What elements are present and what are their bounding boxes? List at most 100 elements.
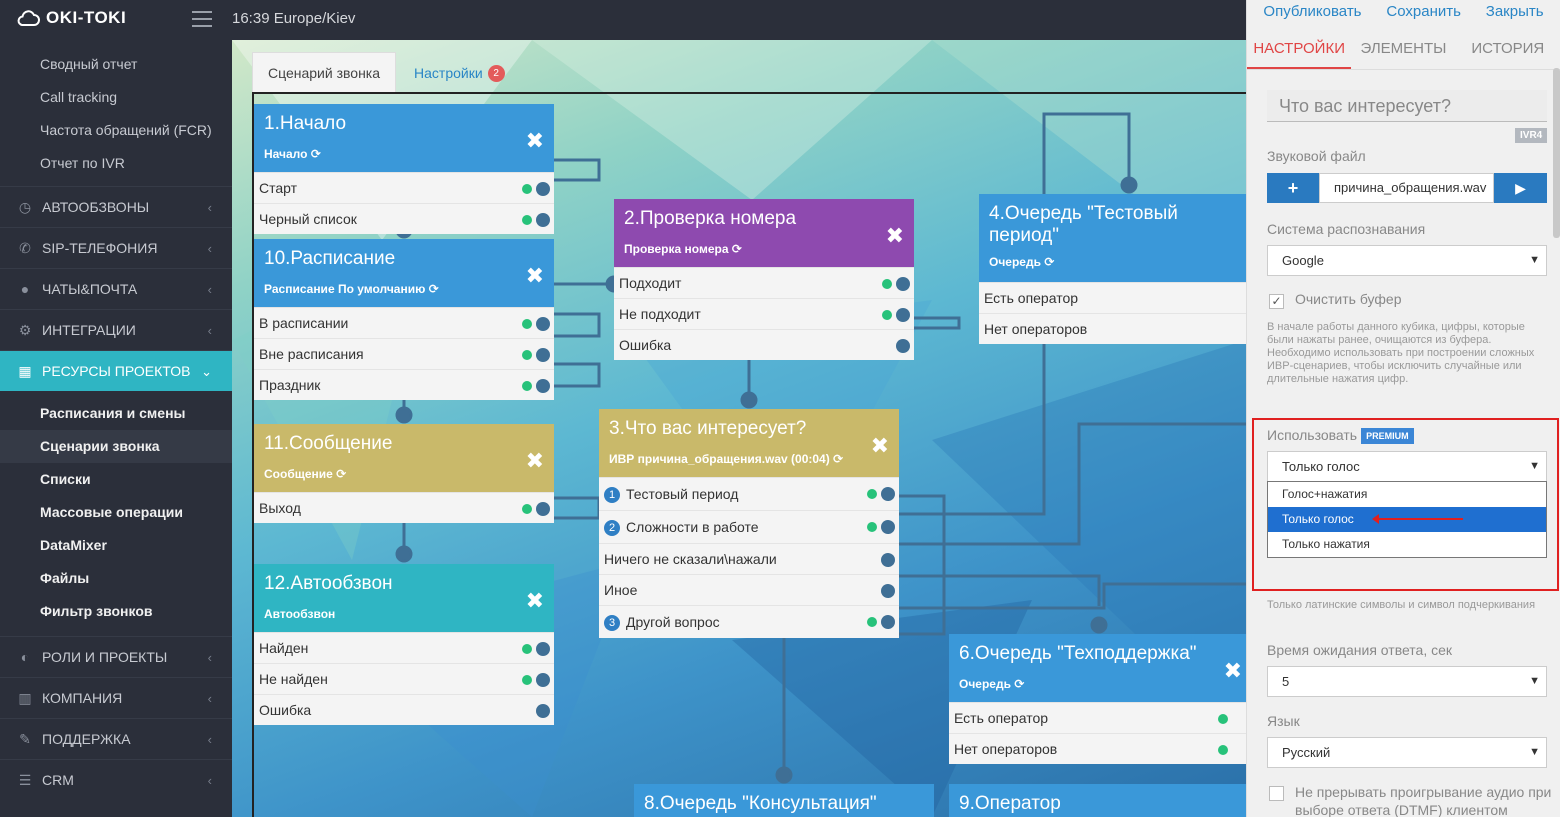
node-output[interactable]: Праздник — [254, 369, 554, 400]
recognition-select[interactable]: Google▼ — [1267, 245, 1547, 276]
close-icon[interactable]: ✖ — [525, 263, 544, 288]
connector-plug[interactable] — [536, 213, 550, 227]
panel-scrollbar[interactable] — [1553, 68, 1560, 238]
node-output[interactable]: Ошибка — [614, 329, 914, 360]
sidebar-item-files[interactable]: Файлы — [40, 570, 90, 586]
connector-plug[interactable] — [881, 553, 895, 567]
sidebar-item-ivr-report[interactable]: Отчет по IVR — [40, 155, 125, 171]
save-button[interactable]: Сохранить — [1386, 3, 1461, 20]
sidebar-menu-chats[interactable]: ●ЧАТЫ&ПОЧТА‹ — [0, 268, 232, 309]
refresh-icon[interactable]: ⟳ — [833, 452, 844, 466]
close-icon[interactable]: ✖ — [1223, 658, 1242, 683]
sidebar-menu-integrations[interactable]: ⚙ИНТЕГРАЦИИ‹ — [0, 309, 232, 350]
play-button[interactable]: ▶ — [1494, 173, 1547, 203]
tab-panel-settings[interactable]: НАСТРОЙКИ — [1247, 30, 1352, 69]
node-output[interactable]: Найден — [254, 632, 554, 663]
node-output[interactable]: Есть оператор — [949, 702, 1246, 733]
sidebar-item-schedules[interactable]: Расписания и смены — [40, 405, 186, 421]
connector-plug[interactable] — [881, 615, 895, 629]
refresh-icon[interactable]: ⟳ — [310, 147, 321, 161]
close-icon[interactable]: ✖ — [885, 223, 904, 248]
no-interrupt-checkbox[interactable] — [1269, 786, 1284, 801]
refresh-icon[interactable]: ⟳ — [1044, 255, 1055, 269]
node-output[interactable]: Нет операторов — [979, 313, 1246, 344]
close-icon[interactable]: ✖ — [525, 588, 544, 613]
node-output[interactable]: Подходит — [614, 267, 914, 298]
sidebar-item-mass-operations[interactable]: Массовые операции — [40, 504, 183, 520]
use-select[interactable]: Только голос▼ — [1267, 451, 1547, 482]
tab-panel-history[interactable]: ИСТОРИЯ — [1471, 40, 1545, 57]
node-queue-support[interactable]: 6.Очередь "Техподдержка"Очередь ⟳✖ Есть … — [949, 634, 1246, 764]
option-dtmf-only[interactable]: Только нажатия — [1282, 537, 1370, 551]
sidebar-item-call-scenarios[interactable]: Сценарии звонка — [0, 430, 232, 463]
sidebar-item-lists[interactable]: Списки — [40, 471, 91, 487]
sidebar-menu-sip[interactable]: ✆SIP-ТЕЛЕФОНИЯ‹ — [0, 227, 232, 268]
tab-panel-elements[interactable]: ЭЛЕМЕНТЫ — [1360, 40, 1447, 57]
sidebar-item-fcr[interactable]: Частота обращений (FCR) — [40, 122, 212, 138]
node-queue-consult[interactable]: 8.Очередь "Консультация" — [634, 784, 934, 817]
tab-scenario[interactable]: Сценарий звонка — [252, 52, 397, 94]
node-operator[interactable]: 9.Оператор — [949, 784, 1246, 817]
question-name-input[interactable]: Что вас интересует? — [1267, 90, 1547, 122]
connector-plug[interactable] — [536, 348, 550, 362]
connector-plug[interactable] — [536, 379, 550, 393]
close-icon[interactable]: ✖ — [525, 448, 544, 473]
node-output[interactable]: Иное — [599, 574, 899, 605]
node-ivr-question[interactable]: 3.Что вас интересует?ИВР причина_обращен… — [599, 409, 899, 638]
sidebar-item-summary-report[interactable]: Сводный отчет — [40, 56, 138, 72]
node-output[interactable]: Нет операторов — [949, 733, 1246, 764]
node-output[interactable]: Выход — [254, 492, 554, 523]
language-select[interactable]: Русский▼ — [1267, 737, 1547, 768]
menu-toggle-icon[interactable] — [192, 11, 212, 27]
node-output[interactable]: Ничего не сказали\нажали — [599, 543, 899, 574]
connector-plug[interactable] — [896, 308, 910, 322]
wait-time-select[interactable]: 5▼ — [1267, 666, 1547, 697]
clear-buffer-checkbox[interactable]: ✓ — [1269, 294, 1284, 309]
close-icon[interactable]: ✖ — [870, 433, 889, 458]
node-output[interactable]: Черный список — [254, 203, 554, 234]
refresh-icon[interactable]: ⟳ — [428, 282, 439, 296]
node-output[interactable]: Не найден — [254, 663, 554, 694]
node-output[interactable]: Вне расписания — [254, 338, 554, 369]
sidebar-menu-crm[interactable]: ☰CRM‹ — [0, 759, 232, 800]
refresh-icon[interactable]: ⟳ — [336, 467, 347, 481]
connector-plug[interactable] — [896, 277, 910, 291]
refresh-icon[interactable]: ⟳ — [731, 242, 742, 256]
close-button[interactable]: Закрыть — [1485, 3, 1544, 20]
connector-plug[interactable] — [536, 317, 550, 331]
node-output[interactable]: Старт — [254, 172, 554, 203]
option-voice-and-dtmf[interactable]: Голос+нажатия — [1282, 487, 1368, 501]
connector-plug[interactable] — [536, 642, 550, 656]
connector-plug[interactable] — [881, 584, 895, 598]
connector-plug[interactable] — [881, 487, 895, 501]
close-icon[interactable]: ✖ — [525, 128, 544, 153]
node-output[interactable]: Не подходит — [614, 298, 914, 329]
connector-plug[interactable] — [536, 182, 550, 196]
connector-plug[interactable] — [881, 520, 895, 534]
option-voice-only[interactable]: Только голос — [1268, 507, 1546, 532]
sidebar-menu-company[interactable]: ▥КОМПАНИЯ‹ — [0, 677, 232, 718]
refresh-icon[interactable]: ⟳ — [1014, 677, 1025, 691]
connector-plug[interactable] — [536, 673, 550, 687]
sidebar-item-call-tracking[interactable]: Call tracking — [40, 89, 118, 105]
logo[interactable]: OKI-TOKI — [16, 8, 126, 28]
node-queue-trial[interactable]: 4.Очередь "Тестовый период"Очередь ⟳ Ест… — [979, 194, 1246, 344]
sidebar-item-datamixer[interactable]: DataMixer — [40, 537, 107, 553]
node-output[interactable]: В расписании — [254, 307, 554, 338]
sidebar-menu-autocalls[interactable]: ◷АВТООБЗВОНЫ‹ — [0, 186, 232, 227]
connector-plug[interactable] — [536, 502, 550, 516]
sidebar-menu-roles[interactable]: ◐РОЛИ И ПРОЕКТЫ‹ — [0, 636, 232, 677]
sidebar-menu-support[interactable]: ✎ПОДДЕРЖКА‹ — [0, 718, 232, 759]
sound-file-select[interactable]: причина_обращения.wav — [1319, 173, 1494, 203]
node-output[interactable]: Есть оператор — [979, 282, 1246, 313]
